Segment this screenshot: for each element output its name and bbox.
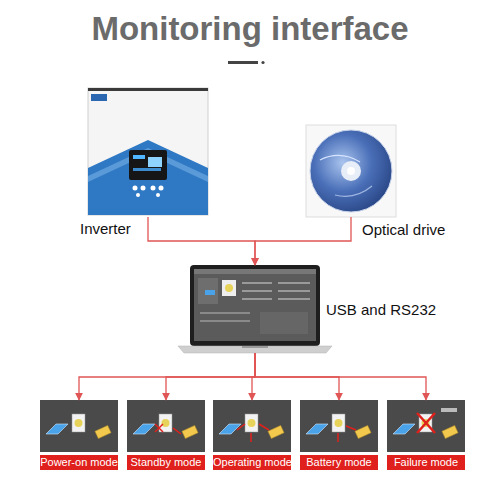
mode-label: Failure mode — [387, 455, 465, 470]
device-box: Optical drive — [306, 125, 396, 217]
device-box: Inverter — [86, 86, 210, 217]
connector-line — [148, 217, 255, 265]
connector-line — [255, 217, 351, 265]
connector-line — [79, 353, 255, 400]
mode-box: Battery mode — [300, 400, 378, 452]
mode-box: Operating mode — [213, 400, 291, 452]
mode-screen — [387, 400, 465, 452]
mode-label: Operating mode — [213, 455, 291, 470]
inverter-illustration — [88, 88, 208, 215]
node-label: Inverter — [80, 220, 131, 237]
mode-box: Failure mode — [387, 400, 465, 452]
mode-screen — [213, 400, 291, 452]
node-label: Optical drive — [362, 221, 445, 238]
mode-label: Battery mode — [300, 455, 378, 470]
laptop-illustration — [178, 265, 332, 353]
connector-line — [255, 353, 339, 400]
mode-screen — [300, 400, 378, 452]
connector-line — [166, 353, 255, 400]
mode-screen — [127, 400, 205, 452]
disc-illustration — [306, 125, 396, 217]
connector-line — [255, 353, 426, 400]
page-title: Monitoring interface — [0, 10, 500, 48]
connector-line — [252, 353, 255, 400]
computer-box: USB and RS232 — [180, 265, 330, 353]
mode-box: Power-on mode — [40, 400, 118, 452]
node-label: USB and RS232 — [326, 301, 436, 318]
mode-label: Standby mode — [127, 455, 205, 470]
mode-screen — [40, 400, 118, 452]
mode-label: Power-on mode — [40, 455, 118, 470]
title-underline — [228, 61, 265, 64]
mode-box: Standby mode — [127, 400, 205, 452]
